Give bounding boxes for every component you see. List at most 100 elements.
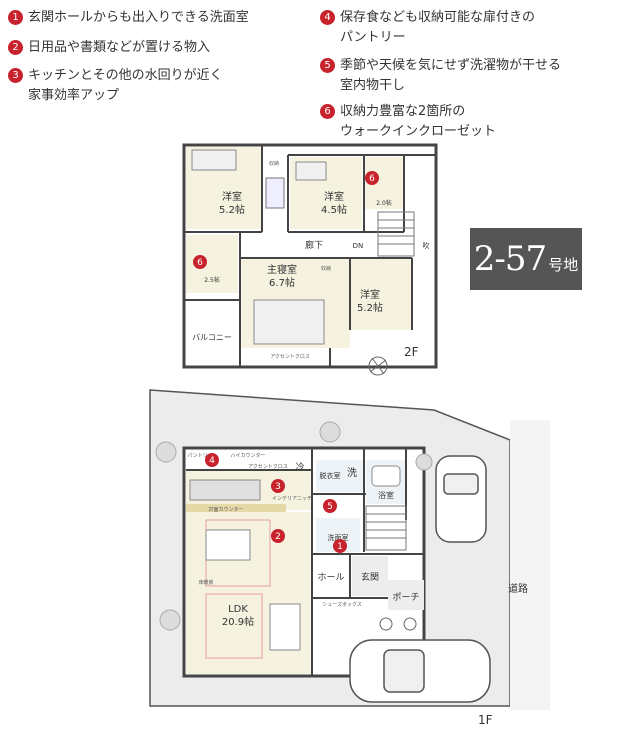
floor-1f-inner-walls	[186, 448, 424, 676]
floor-label-2f: 2F	[404, 345, 419, 359]
feature-text-2: パントリー	[340, 30, 406, 45]
room-label: アクセントクロス	[248, 464, 288, 470]
room-label: 洋室	[222, 190, 242, 203]
toilet-2f	[265, 177, 285, 209]
marker-3: 3	[271, 479, 285, 493]
lot-suffix: 号地	[548, 255, 579, 274]
lot-number: 2-57	[473, 239, 547, 279]
feature-item-5: 5 季節や天候を気にせず洗濯物が干せる 室内物干し	[320, 56, 561, 96]
room-label: 吹	[423, 241, 430, 250]
bed-icon	[295, 161, 327, 181]
room-label: 洗面室	[328, 533, 349, 542]
marker-1: 1	[333, 539, 347, 553]
marker-2: 2	[271, 529, 285, 543]
room-label: シューズボックス	[322, 601, 362, 608]
room-label: 洋室	[324, 190, 344, 203]
stairs-1f	[365, 505, 407, 551]
feature-item-3: 3 キッチンとその他の水回りが近く 家事効率アップ	[8, 66, 223, 106]
marker-number: 4	[209, 456, 215, 466]
marker-6-b: 6	[193, 255, 207, 269]
room-label: 2.5帖	[204, 276, 220, 284]
room-label: 収納	[321, 265, 331, 272]
room-label: 廊下	[305, 239, 323, 251]
room-label: 脱衣室	[320, 471, 341, 480]
stairs-2f	[377, 211, 415, 257]
marker-number: 3	[275, 482, 281, 492]
room-label: 洋室	[360, 288, 380, 301]
room-label: 浴室	[378, 490, 394, 500]
bed-icon	[191, 149, 237, 171]
marker-number: 2	[275, 532, 281, 542]
counter-strip	[186, 504, 286, 512]
room-label: ホール	[317, 572, 344, 583]
bath-tub	[371, 465, 401, 487]
feature-item-1: 1 玄関ホールからも出入りできる洗面室	[8, 8, 249, 28]
room-label: インテリアニッチ	[272, 496, 312, 502]
marker-number: 6	[197, 258, 203, 268]
room-undress	[316, 460, 364, 492]
floor-2f-walls	[182, 143, 438, 369]
feature-text: 保存食なども収納可能な扉付きの	[340, 10, 536, 25]
marker-badge: 5	[320, 58, 335, 73]
tree-icon	[155, 421, 433, 631]
room-size: 5.2帖	[219, 203, 245, 216]
marker-number: 6	[369, 174, 375, 184]
sofa-icon	[269, 603, 301, 651]
feature-text: 収納力豊富な2箇所の	[340, 104, 466, 119]
floor-2f-outline	[182, 143, 438, 369]
room-size: 6.7帖	[269, 276, 295, 289]
feature-text: 玄関ホールからも出入りできる洗面室	[28, 10, 249, 25]
ldk-floor-heat-area	[205, 593, 263, 659]
room-label: 洗	[347, 467, 357, 479]
feature-item-2: 2 日用品や書類などが置ける物入	[8, 38, 210, 58]
marker-6-a: 6	[365, 171, 379, 185]
feature-text-2: 室内物干し	[340, 78, 406, 93]
kitchen-counter	[189, 479, 261, 501]
room-hall	[312, 556, 350, 596]
stairs-box	[377, 211, 415, 257]
room-yoshitsu-c	[350, 258, 412, 330]
room-size: 4.5帖	[321, 203, 347, 216]
room-label: ポーチ	[392, 592, 419, 603]
bicycle-icon	[379, 617, 417, 631]
feature-item-4: 4 保存食なども収納可能な扉付きの パントリー	[320, 8, 535, 48]
marker-4: 4	[205, 453, 219, 467]
room-label: LDK	[228, 604, 248, 615]
road-strip	[510, 420, 550, 710]
feature-list: 1 玄関ホールからも出入りできる洗面室 2 日用品や書類などが置ける物入 3 キッチン…	[0, 0, 620, 140]
room-entrance	[352, 556, 388, 596]
room-label: ハイカウンター	[231, 452, 266, 459]
feature-text-2: ウォークインクローゼット	[340, 124, 497, 139]
room-label: 収納	[269, 160, 279, 167]
marker-badge: 1	[8, 10, 23, 25]
feature-item-6: 6 収納力豊富な2箇所の ウォークインクローゼット	[320, 102, 496, 142]
room-label: 対面カウンター	[208, 506, 243, 513]
feature-text: 季節や天候を気にせず洗濯物が干せる	[340, 58, 562, 73]
feature-text: 日用品や書類などが置ける物入	[28, 40, 211, 55]
room-label: 主寝室	[267, 263, 297, 276]
marker-badge: 2	[8, 40, 23, 55]
car-icon	[435, 455, 487, 543]
feature-text-2: 家事効率アップ	[28, 88, 120, 103]
room-label: アクセントクロス	[270, 354, 310, 360]
feature-text: キッチンとその他の水回りが近く	[28, 68, 223, 83]
floor-2f-inner-walls	[184, 145, 436, 367]
bed-icon	[253, 299, 325, 345]
room-label: バルコニー	[192, 333, 232, 342]
compass-icon	[368, 356, 388, 376]
floor-label-1f: 1F	[478, 713, 493, 727]
marker-badge: 6	[320, 104, 335, 119]
room-label: 冷	[295, 461, 304, 473]
room-balcony	[186, 305, 238, 365]
marker-badge: 4	[320, 10, 335, 25]
room-label: パントリー	[187, 453, 212, 459]
room-size: 20.9帖	[222, 615, 254, 628]
marker-number: 5	[327, 502, 333, 512]
room-label: DN	[353, 242, 364, 250]
room-size: 5.2帖	[357, 301, 383, 314]
marker-badge: 3	[8, 68, 23, 83]
room-label: 玄関	[361, 571, 379, 583]
